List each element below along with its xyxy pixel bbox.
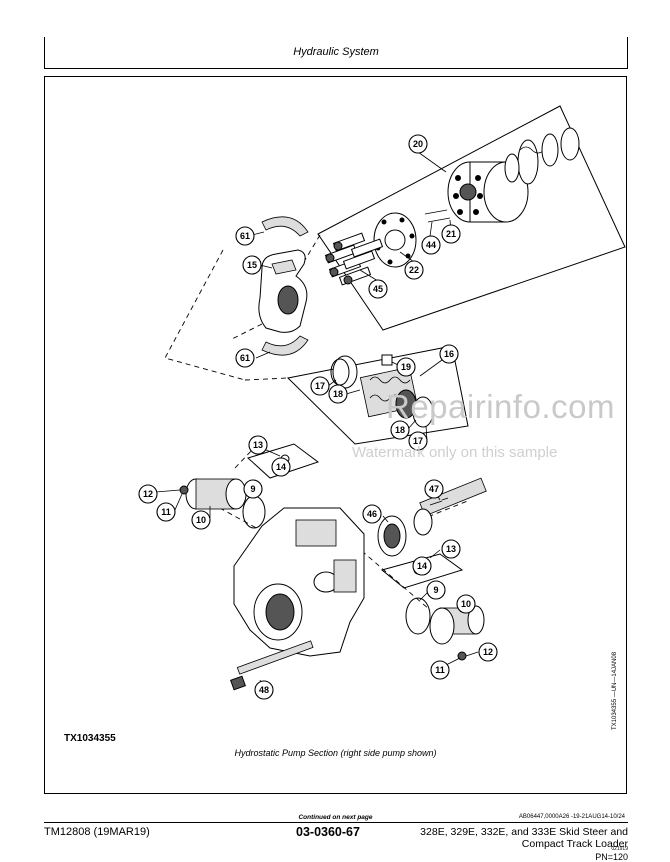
svg-text:9: 9: [250, 484, 255, 494]
svg-text:10: 10: [461, 599, 471, 609]
svg-text:9: 9: [433, 585, 438, 595]
callout-45: 45: [368, 279, 388, 299]
svg-text:14: 14: [417, 561, 427, 571]
callout-48: 48: [254, 680, 274, 700]
header-rule-right: [627, 37, 628, 69]
svg-text:48: 48: [259, 685, 269, 695]
model-line-2: Compact Track Loader: [521, 838, 628, 850]
callout-20: 20: [408, 134, 428, 154]
callout-13-lower: 13: [441, 539, 461, 559]
callout-47: 47: [424, 479, 444, 499]
callout-17-right: 17: [408, 431, 428, 451]
svg-text:21: 21: [446, 229, 456, 239]
svg-text:20: 20: [413, 139, 423, 149]
watermark-note: Watermark only on this sample: [352, 444, 558, 461]
svg-text:11: 11: [161, 507, 171, 517]
svg-text:61: 61: [240, 353, 250, 363]
svg-text:16: 16: [444, 349, 454, 359]
svg-text:45: 45: [373, 284, 383, 294]
callout-44: 44: [421, 235, 441, 255]
svg-text:61: 61: [240, 231, 250, 241]
svg-text:22: 22: [409, 265, 419, 275]
callout-12-right: 12: [478, 642, 498, 662]
tiny-code: 021919: [611, 846, 628, 852]
callout-22: 22: [404, 260, 424, 280]
figure-id: TX1034355: [64, 733, 116, 744]
section-title: Hydraulic System: [293, 46, 379, 58]
callout-46: 46: [362, 504, 382, 524]
callout-10-left: 10: [191, 510, 211, 530]
figure-frame: [44, 76, 627, 794]
model-line-1: 328E, 329E, 332E, and 333E Skid Steer an…: [420, 826, 628, 838]
callout-9-left: 9: [243, 479, 263, 499]
svg-text:13: 13: [253, 440, 263, 450]
svg-text:18: 18: [333, 389, 343, 399]
watermark-site: Repairinfo.com: [386, 388, 615, 425]
callout-11-right: 11: [430, 660, 450, 680]
callout-14-lower: 14: [412, 556, 432, 576]
svg-text:13: 13: [446, 544, 456, 554]
callout-13-upper: 13: [248, 435, 268, 455]
page-pn: PN=120: [595, 852, 628, 862]
svg-text:11: 11: [435, 665, 445, 675]
callout-10-right: 10: [456, 594, 476, 614]
svg-text:19: 19: [401, 362, 411, 372]
svg-text:44: 44: [426, 240, 436, 250]
svg-text:14: 14: [276, 462, 286, 472]
header-rule-left: [44, 37, 45, 69]
svg-text:47: 47: [429, 484, 439, 494]
callout-21: 21: [441, 224, 461, 244]
callout-18-right: 18: [390, 420, 410, 440]
figure-side-code: TX1034355 —UN—14JAN08: [612, 651, 618, 730]
footer-rule: [44, 822, 628, 823]
svg-text:10: 10: [196, 515, 206, 525]
callout-15: 15: [242, 255, 262, 275]
header-rule-bottom: [44, 68, 628, 69]
page-number: 03-0360-67: [296, 825, 360, 839]
callout-12-left: 12: [138, 484, 158, 504]
svg-text:15: 15: [247, 260, 257, 270]
manual-id: TM12808 (19MAR19): [44, 826, 150, 838]
callout-61-top: 61: [235, 226, 255, 246]
callout-14-upper: 14: [271, 457, 291, 477]
document-code: AB06447,0000A26 -19-21AUG14-10/24: [518, 814, 625, 820]
callout-18-left: 18: [328, 384, 348, 404]
svg-text:17: 17: [315, 381, 325, 391]
figure-caption: Hydrostatic Pump Section (right side pum…: [234, 748, 437, 758]
callout-16: 16: [439, 344, 459, 364]
svg-text:12: 12: [483, 647, 493, 657]
callout-19: 19: [396, 357, 416, 377]
svg-text:46: 46: [367, 509, 377, 519]
callout-17-left: 17: [310, 376, 330, 396]
svg-text:18: 18: [395, 425, 405, 435]
callout-61-bottom: 61: [235, 348, 255, 368]
svg-text:12: 12: [143, 489, 153, 499]
callout-11-left: 11: [156, 502, 176, 522]
svg-text:17: 17: [413, 436, 423, 446]
continued-note: Continued on next page: [298, 814, 373, 821]
callout-9-right: 9: [426, 580, 446, 600]
